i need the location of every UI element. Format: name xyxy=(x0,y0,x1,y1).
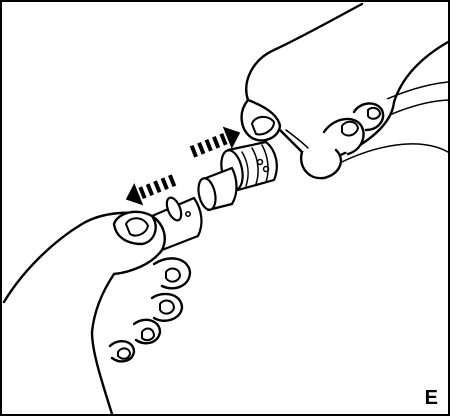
left-hand xyxy=(4,212,190,414)
panel-label: E xyxy=(425,388,438,408)
connector-collar xyxy=(196,142,277,211)
